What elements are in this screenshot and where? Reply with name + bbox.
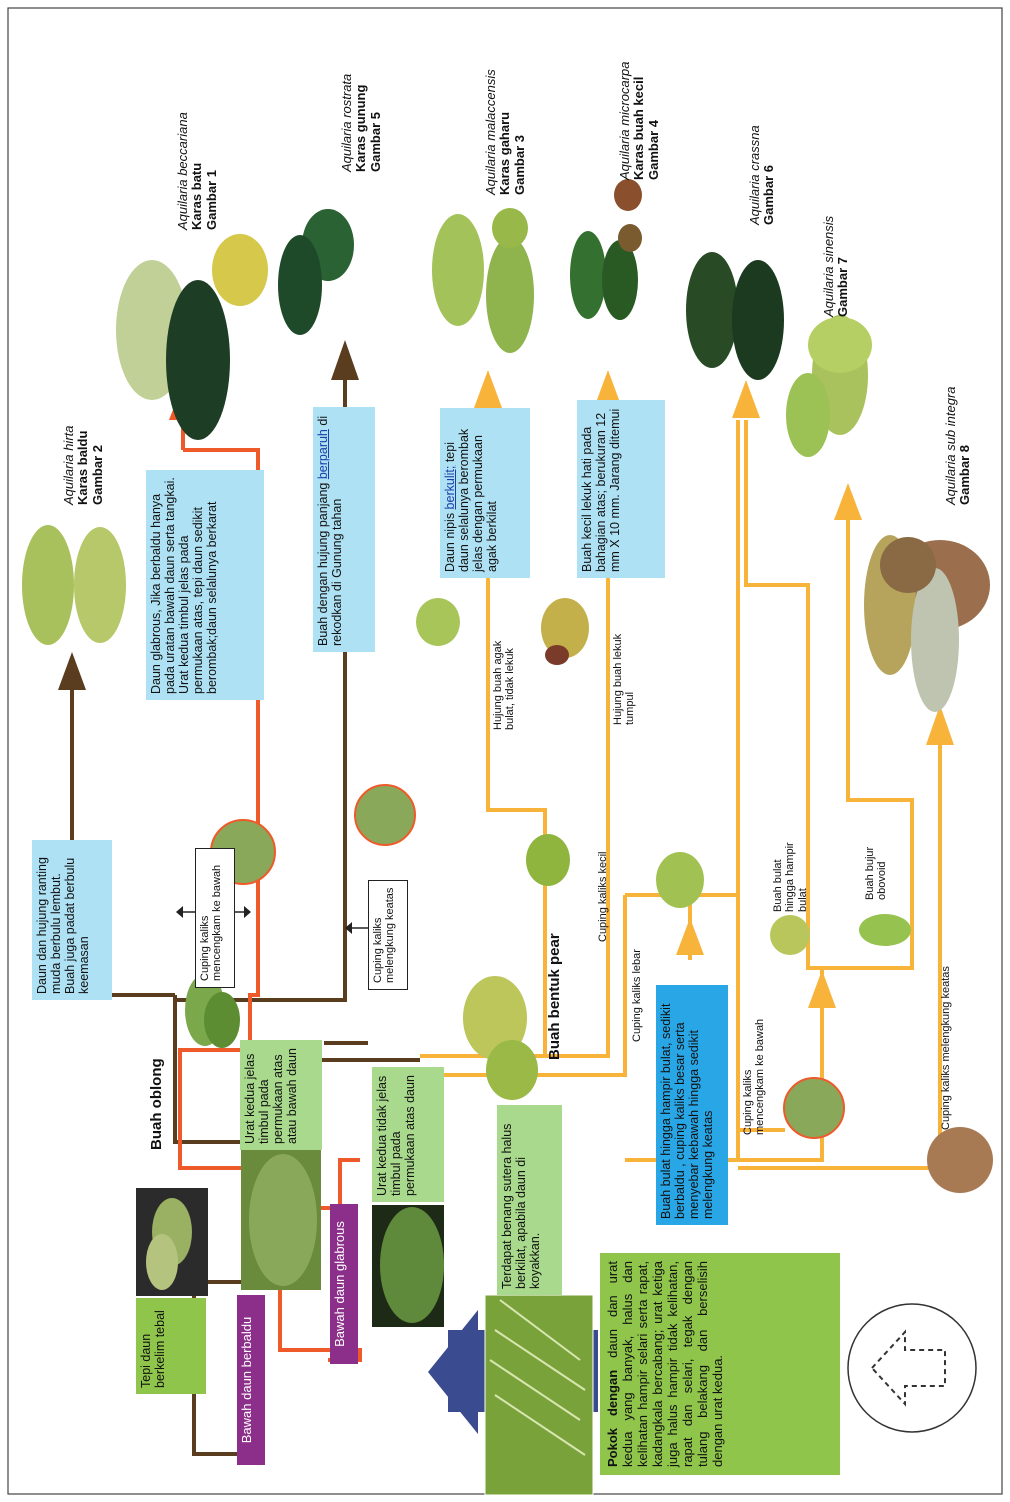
beccariana-description-text: Daun glabrous, Jika berbaldu hanya pada … [149,477,219,694]
species-crassna-fig: Gambar 6 [761,165,777,225]
species-microcarpa: Aquilaria microcarpa Karas buah kecil Ga… [617,61,661,181]
species-rostrata-sci: Aquilaria rostrata [339,73,354,172]
species-rostrata: Aquilaria rostrata Karas gunung Gambar 5 [339,73,383,172]
tip-blunt-label: Hujung buah lekuk tumpul [612,630,637,725]
arrow-hirta [58,652,86,690]
species-malaccensis-fig: Gambar 3 [511,135,527,195]
species-rostrata-fig: Gambar 5 [367,112,383,172]
tip-round-text: Hujung buah agak bulat, tidak lekuk [492,640,517,730]
hirta-description: Daun dan hujung ranting muda berbulu lem… [32,840,112,1000]
species-sinensis-sci: Aquilaria sinensis [821,215,836,317]
beccariana-description: Daun glabrous, Jika berbaldu hanya pada … [146,470,264,700]
calyx-up-text: Cuping kaliks melengkung keatas [372,887,397,983]
under-velvet-text: Bawah daun berbaldu [239,1316,254,1444]
malaccensis-description: Daun nipis berkulit; tepi daun selalunya… [440,408,530,578]
rostrata-description: Buah dengan hujung panjang berparuh di r… [313,407,375,652]
species-crassna-sci: Aquilaria crassna [747,125,762,225]
root-text: daun dan urat kedua yang banyak, halus d… [605,1261,725,1467]
fruit-round-text: Buah bulat hingga hampir bulat [772,842,809,912]
malaccensis-text-1: Daun nipis [443,512,457,572]
rostrata-link[interactable]: berparuh [316,429,330,480]
calyx-up-box: Cuping kaliks melengkung keatas [368,880,408,990]
microcarpa-description: Buah kecil lekuk hati pada bahagian atas… [577,400,665,578]
species-sub-integra-sci: Aquilaria sub integra [943,386,958,505]
species-beccariana: Aquilaria beccariana Karas batu Gambar 1 [175,112,219,230]
tip-blunt-text: Hujung buah lekuk tumpul [612,633,637,725]
species-malaccensis-sci: Aquilaria malaccensis [483,69,498,195]
species-hirta: Aquilaria hirta Karas baldu Gambar 2 [61,425,105,506]
under-velvet-label: Bawah daun berbaldu [237,1295,265,1465]
fruit-round-label: Buah bulat hingga hampir bulat [772,832,809,912]
round-fruit-description-text: Buah bulat hingga hampir bulat, sedikit … [659,1003,715,1219]
pear-fruit-label: Buah bentuk pear [546,933,563,1060]
microcarpa-description-text: Buah kecil lekuk hati pada bahagian atas… [580,408,622,572]
calyx-wide-label: Cuping kaliks lebar [631,949,643,1042]
malaccensis-link[interactable]: berkulit; [443,465,457,510]
orange-arrowheads [474,370,954,1008]
oblong-fruit-label: Buah oblong [148,1058,165,1150]
species-beccariana-fig: Gambar 1 [203,170,219,230]
calyx-down-text: Cuping kaliks mencengkam ke bawah [199,864,224,981]
arrow-rostrata [331,340,359,380]
species-microcarpa-sci: Aquilaria microcarpa [617,61,632,181]
species-rostrata-local: Karas gunung [353,84,369,172]
vein-clear-box: Urat kedua jelas timbul pada permukaan a… [240,1040,322,1150]
species-microcarpa-fig: Gambar 4 [645,120,661,180]
orientation-symbol [847,1303,977,1433]
calyx-up2-label: Cuping kaliks melengkung keatas [940,966,952,1130]
calyx-small-label: Cuping kaliks kecil [597,851,609,942]
root-title: Pokok dengan [605,1369,620,1467]
species-sinensis-fig: Gambar 7 [835,257,851,317]
under-glabrous-text: Bawah daun glabrous [332,1221,347,1347]
species-sinensis: Aquilaria sinensis Gambar 7 [821,215,851,317]
thick-margin-box: Tepi daun berkelim tebal [136,1298,206,1394]
root-description: Pokok dengan daun dan urat kedua yang ba… [600,1253,840,1475]
calyx-down-box: Cuping kaliks mencengkam ke bawah [195,848,235,988]
species-hirta-fig: Gambar 2 [89,445,105,505]
calyx-down2-text: Cuping kaliks mencengkam ke bawah [742,1018,767,1135]
species-beccariana-sci: Aquilaria beccariana [175,112,190,230]
fruit-obovoid-label: Buah bujur obovoid [864,830,889,900]
tip-round-label: Hujung buah agak bulat, tidak lekuk [492,620,517,730]
species-sub-integra-fig: Gambar 8 [957,445,973,505]
under-glabrous-label: Bawah daun glabrous [330,1204,358,1364]
thick-margin-text: Tepi daun berkelim tebal [139,1310,167,1388]
species-beccariana-local: Karas batu [189,162,205,230]
species-malaccensis: Aquilaria malaccensis Karas gaharu Gamba… [483,69,527,195]
fruit-obovoid-text: Buah bujur obovoid [864,846,889,900]
species-malaccensis-local: Karas gaharu [497,111,513,195]
round-fruit-description: Buah bulat hingga hampir bulat, sedikit … [656,985,728,1225]
species-hirta-local: Karas baldu [75,430,91,505]
hirta-description-text: Daun dan hujung ranting muda berbulu lem… [35,857,91,994]
species-crassna: Aquilaria crassna Gambar 6 [747,125,777,225]
species-hirta-sci: Aquilaria hirta [61,425,76,506]
silk-text: Terdapat benang sutera halus berkilat, a… [500,1123,542,1289]
vein-clear-text: Urat kedua jelas timbul pada permukaan a… [243,1048,299,1144]
species-microcarpa-local: Karas buah kecil [631,76,647,180]
vein-unclear-box: Urat kedua tidak jelas timbul pada permu… [372,1067,444,1202]
rostrata-text-1: Buah dengan hujung panjang [316,482,330,646]
vein-unclear-text: Urat kedua tidak jelas timbul pada permu… [375,1075,417,1196]
calyx-down2-label: Cuping kaliks mencengkam ke bawah [742,1015,767,1135]
species-sub-integra: Aquilaria sub integra Gambar 8 [943,386,973,505]
silk-box: Terdapat benang sutera halus berkilat, a… [497,1105,562,1295]
leaf-photos [22,179,993,1496]
